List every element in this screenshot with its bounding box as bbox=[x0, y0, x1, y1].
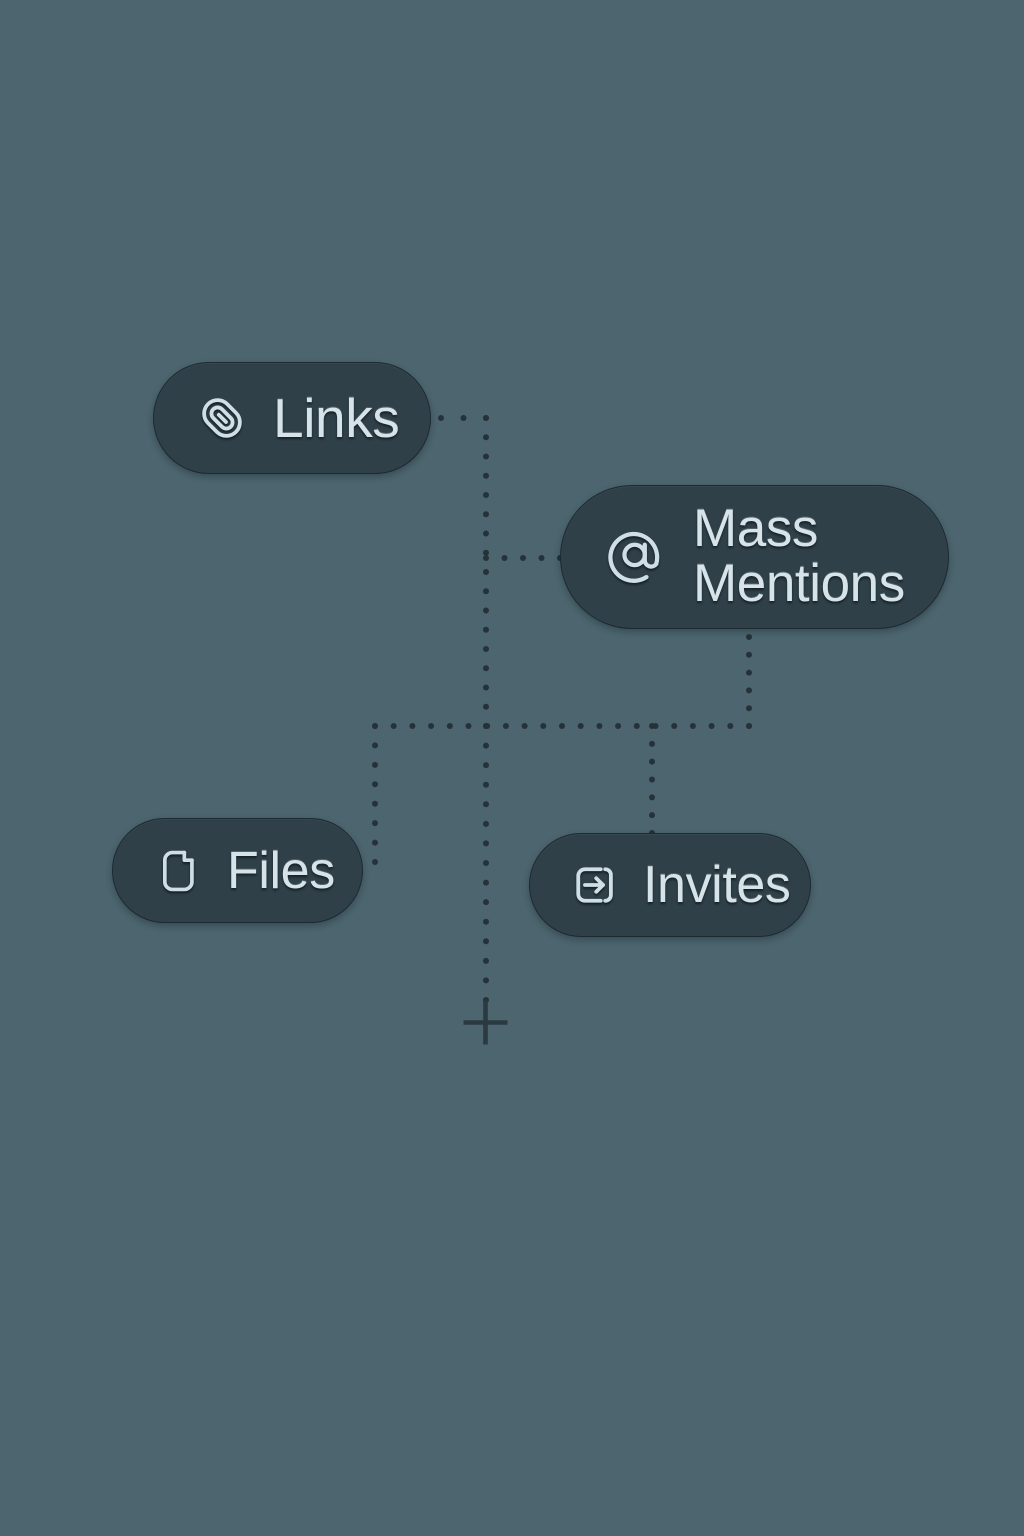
connector-bus-horizontal bbox=[372, 723, 752, 729]
node-label-files: Files bbox=[227, 841, 335, 900]
node-links[interactable]: Links bbox=[153, 362, 431, 474]
connector-bus-to-invites bbox=[649, 723, 655, 836]
at-sign-icon bbox=[603, 524, 669, 590]
paperclip-icon bbox=[195, 391, 249, 445]
connector-trunk-to-mentions bbox=[483, 555, 563, 561]
file-document-icon bbox=[154, 845, 206, 897]
connector-bus-to-files bbox=[372, 723, 378, 865]
node-label-invites: Invites bbox=[643, 856, 791, 914]
plus-icon[interactable] bbox=[462, 999, 509, 1046]
connector-trunk-to-plus bbox=[483, 723, 489, 1003]
node-files[interactable]: Files bbox=[112, 818, 363, 923]
node-label-mass-mentions: Mass Mentions bbox=[693, 499, 905, 613]
invite-arrow-icon bbox=[567, 858, 621, 912]
node-label-links: Links bbox=[273, 386, 400, 449]
node-invites[interactable]: Invites bbox=[529, 833, 811, 937]
connector-mentions-to-bus bbox=[746, 634, 752, 729]
node-mass-mentions[interactable]: Mass Mentions bbox=[560, 485, 949, 629]
connector-links-to-trunk bbox=[438, 415, 489, 729]
